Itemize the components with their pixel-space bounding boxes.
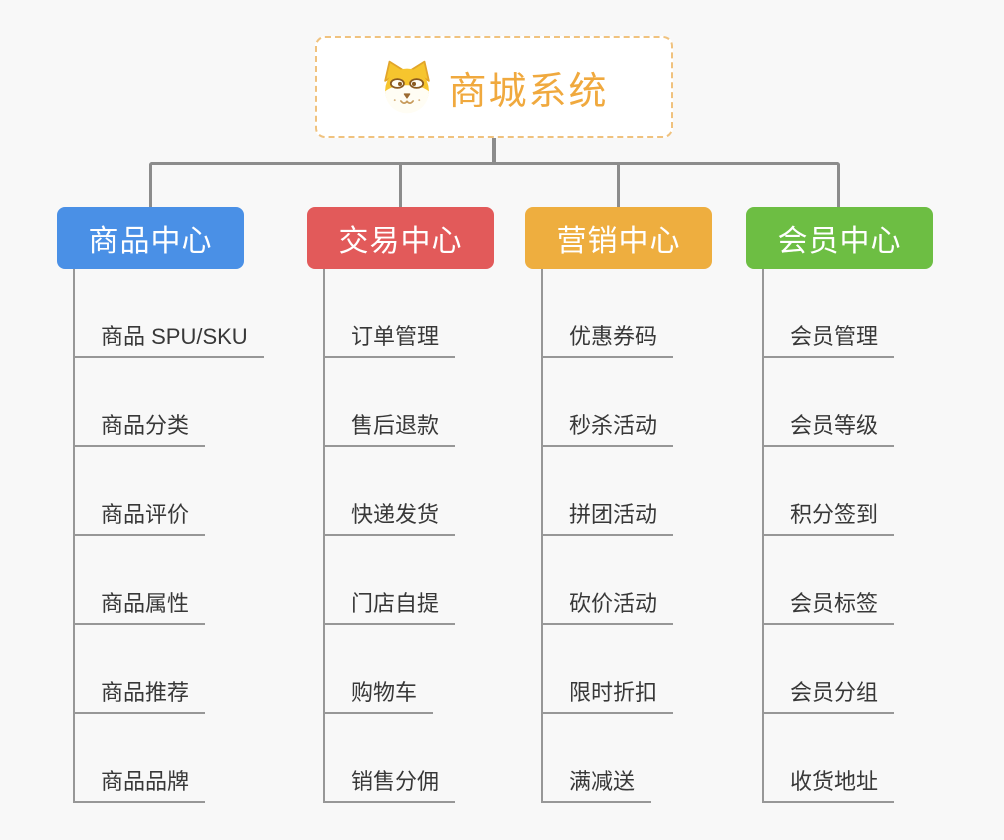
branch-connector-drop <box>617 162 620 207</box>
child-node[interactable]: 销售分佣 <box>325 769 456 803</box>
root-node[interactable]: 商城系统 <box>315 36 673 138</box>
child-node-row: 收货地址 <box>764 714 895 803</box>
branch-label: 会员中心 <box>777 225 902 258</box>
branch-node-marketing[interactable]: 营销中心 <box>525 207 712 269</box>
branch-children-marketing: 优惠券码 秒杀活动 拼团活动 砍价活动 限时折扣 满减送 <box>541 269 674 803</box>
child-node-row: 售后退款 <box>325 358 456 447</box>
child-node-row: 会员标签 <box>764 536 895 625</box>
branch-children-trade: 订单管理 售后退款 快递发货 门店自提 购物车 销售分佣 <box>323 269 456 803</box>
child-node[interactable]: 会员分组 <box>764 680 895 714</box>
child-node[interactable]: 秒杀活动 <box>543 413 674 447</box>
child-node[interactable]: 优惠券码 <box>543 324 674 358</box>
child-node[interactable]: 拼团活动 <box>543 502 674 536</box>
child-node-row: 商品 SPU/SKU <box>75 269 264 358</box>
child-node-row: 会员分组 <box>764 625 895 714</box>
child-node-row: 砍价活动 <box>543 536 674 625</box>
child-node[interactable]: 积分签到 <box>764 502 895 536</box>
branch-node-product[interactable]: 商品中心 <box>57 207 244 269</box>
branch-node-trade[interactable]: 交易中心 <box>307 207 494 269</box>
child-node[interactable]: 商品品牌 <box>75 769 206 803</box>
branch-label: 营销中心 <box>556 225 681 258</box>
child-node-row: 购物车 <box>325 625 455 714</box>
branch-label: 商品中心 <box>88 225 213 258</box>
child-node[interactable]: 订单管理 <box>325 324 456 358</box>
branch-node-member[interactable]: 会员中心 <box>746 207 933 269</box>
child-node-row: 积分签到 <box>764 447 895 536</box>
branch-column-marketing: 营销中心 优惠券码 秒杀活动 拼团活动 砍价活动 限时折扣 满减送 <box>525 207 712 803</box>
child-node[interactable]: 商品属性 <box>75 591 206 625</box>
branch-column-trade: 交易中心 订单管理 售后退款 快递发货 门店自提 购物车 销售分佣 <box>307 207 494 803</box>
root-title: 商城系统 <box>448 70 609 113</box>
child-node[interactable]: 门店自提 <box>325 591 456 625</box>
child-node[interactable]: 售后退款 <box>325 413 456 447</box>
branch-children-member: 会员管理 会员等级 积分签到 会员标签 会员分组 收货地址 <box>762 269 895 803</box>
branch-connector-rail <box>149 162 840 207</box>
child-node[interactable]: 快递发货 <box>325 502 456 536</box>
child-node-row: 满减送 <box>543 714 673 803</box>
branch-column-member: 会员中心 会员管理 会员等级 积分签到 会员标签 会员分组 收货地址 <box>746 207 933 803</box>
child-node[interactable]: 会员等级 <box>764 413 895 447</box>
child-node-row: 限时折扣 <box>543 625 674 714</box>
branch-column-product: 商品中心 商品 SPU/SKU 商品分类 商品评价 商品属性 商品推荐 商品品牌 <box>57 207 264 803</box>
child-node[interactable]: 会员管理 <box>764 324 895 358</box>
branch-label: 交易中心 <box>338 225 463 258</box>
child-node[interactable]: 砍价活动 <box>543 591 674 625</box>
child-node[interactable]: 商品 SPU/SKU <box>75 324 264 358</box>
child-node[interactable]: 商品分类 <box>75 413 206 447</box>
shiba-dog-icon <box>384 60 431 114</box>
child-node-row: 订单管理 <box>325 269 456 358</box>
child-node[interactable]: 商品推荐 <box>75 680 206 714</box>
child-node[interactable]: 购物车 <box>325 680 434 714</box>
child-node-row: 秒杀活动 <box>543 358 674 447</box>
child-node[interactable]: 会员标签 <box>764 591 895 625</box>
branch-children-product: 商品 SPU/SKU 商品分类 商品评价 商品属性 商品推荐 商品品牌 <box>73 269 264 803</box>
child-node-row: 商品分类 <box>75 358 264 447</box>
child-node[interactable]: 商品评价 <box>75 502 206 536</box>
child-node-row: 商品品牌 <box>75 714 264 803</box>
child-node-row: 商品评价 <box>75 447 264 536</box>
child-node-row: 销售分佣 <box>325 714 456 803</box>
child-node-row: 快递发货 <box>325 447 456 536</box>
child-node-row: 拼团活动 <box>543 447 674 536</box>
child-node-row: 会员管理 <box>764 269 895 358</box>
child-node-row: 商品属性 <box>75 536 264 625</box>
child-node-row: 门店自提 <box>325 536 456 625</box>
child-node-row: 商品推荐 <box>75 625 264 714</box>
child-node[interactable]: 满减送 <box>543 769 652 803</box>
child-node-row: 优惠券码 <box>543 269 674 358</box>
child-node-row: 会员等级 <box>764 358 895 447</box>
child-node[interactable]: 收货地址 <box>764 769 895 803</box>
child-node[interactable]: 限时折扣 <box>543 680 674 714</box>
root-connector-line <box>492 137 496 164</box>
branch-connector-drop <box>399 162 402 207</box>
